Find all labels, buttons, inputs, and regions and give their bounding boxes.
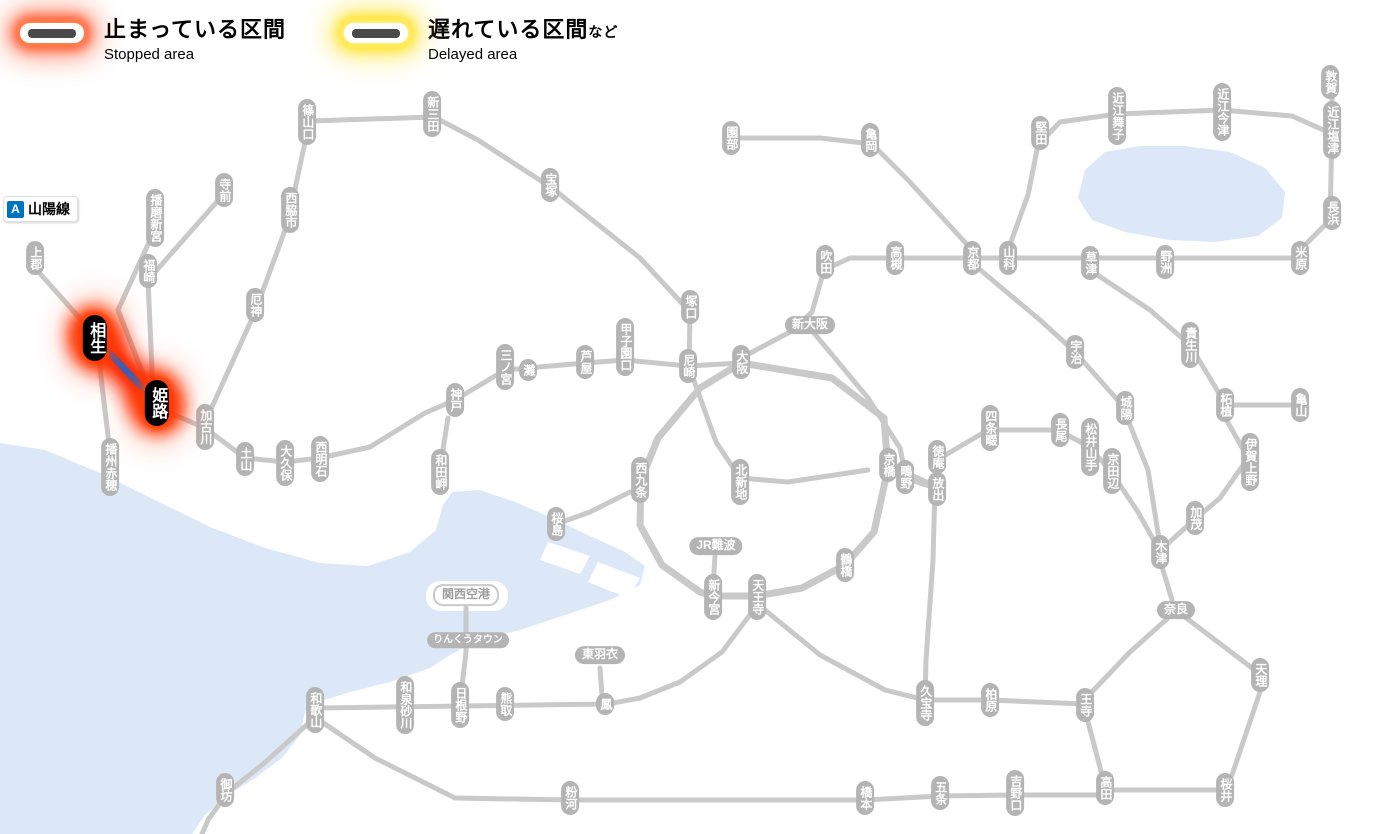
rail-line [738, 255, 975, 361]
rail-line [1090, 269, 1223, 398]
rail-line [1083, 711, 1105, 778]
rail-line [438, 415, 451, 465]
rail-line [730, 135, 975, 253]
rail-line [319, 719, 1103, 803]
legend: 止まっている区間 Stopped area 遅れている区間など Delayed … [0, 0, 1400, 90]
delayed-bar-icon [352, 28, 400, 38]
rail-line [458, 605, 469, 698]
legend-stopped-label-en: Stopped area [104, 46, 195, 63]
legend-stopped-text: 止まっている区間 [104, 17, 287, 42]
sanyo-line-badge: A 山陽線 [3, 196, 78, 222]
delayed-segment-icon [344, 23, 408, 43]
legend-item-delayed: 遅れている区間など Delayed area [344, 12, 618, 63]
rail-line [757, 603, 1086, 707]
island [540, 542, 590, 574]
rail-line [710, 553, 718, 591]
rail-line [559, 489, 633, 525]
rail-line [887, 427, 1161, 551]
rail-line [1005, 107, 1331, 253]
stopped-segment-icon [20, 23, 84, 43]
rail-line [1182, 614, 1255, 671]
rail-line [204, 125, 311, 421]
water-area [0, 443, 645, 834]
legend-delayed-suffix: など [588, 24, 619, 40]
stopped-bar-icon [28, 28, 76, 38]
rail-line [315, 605, 758, 711]
rail-line [1157, 557, 1175, 603]
rail-line [145, 193, 225, 395]
rail-line [597, 665, 605, 699]
rail-line [975, 265, 1163, 548]
rail-line [1299, 87, 1335, 251]
rail-line [689, 372, 871, 485]
rail-line [636, 359, 892, 600]
rail-line [1161, 409, 1251, 550]
rail-line [307, 114, 693, 375]
rail-line [1229, 683, 1265, 778]
line-letter-icon: A [7, 200, 24, 218]
legend-delayed-label-ja: 遅れている区間など [428, 12, 618, 44]
rail-line [1085, 615, 1171, 699]
legend-stopped-label-ja: 止まっている区間 [104, 12, 286, 44]
island [588, 562, 640, 598]
legend-delayed-text: 遅れている区間 [428, 17, 589, 42]
legend-item-stopped: 止まっている区間 Stopped area [20, 12, 286, 63]
line-name-label: 山陽線 [28, 201, 70, 217]
legend-delayed-label-en: Delayed area [428, 46, 518, 63]
water-area [1078, 146, 1285, 242]
